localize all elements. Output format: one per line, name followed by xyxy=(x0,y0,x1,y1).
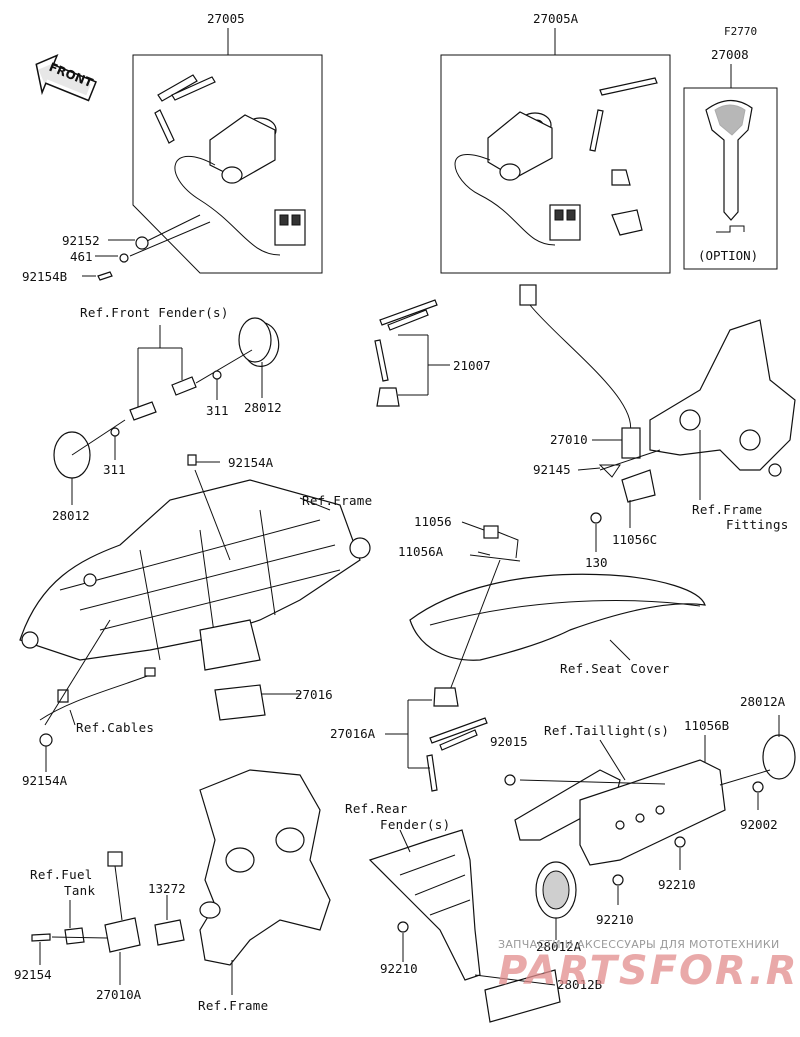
seat-cover xyxy=(409,521,706,691)
watermark-logo: PARTSFOR.RU xyxy=(498,948,800,994)
front-reflectors xyxy=(53,317,280,505)
frame-fitting-bracket xyxy=(599,319,796,500)
switch-27010 xyxy=(519,284,656,552)
label-28012B: 28012B xyxy=(557,977,603,992)
label-ref-frame-top: Ref.Frame xyxy=(302,493,373,508)
label-11056A: 11056A xyxy=(398,544,444,559)
fuel-switch xyxy=(31,851,185,985)
label-ref-rear-fender-1: Ref.Rear xyxy=(345,801,408,816)
label-11056B: 11056B xyxy=(684,718,730,733)
label-27016A: 27016A xyxy=(330,726,376,741)
label-92154A-bottom: 92154A xyxy=(22,773,68,788)
label-ref-rear-fender-2: Fender(s) xyxy=(380,817,451,832)
label-27005: 27005 xyxy=(207,11,245,26)
box-27005A xyxy=(440,28,671,274)
label-F2770: F2770 xyxy=(724,25,758,38)
label-92015: 92015 xyxy=(490,734,528,749)
label-461: 461 xyxy=(70,249,93,264)
label-ref-seat-cover: Ref.Seat Cover xyxy=(560,661,670,676)
watermark-tagline: ЗАПЧАСТИ И АКСЕССУАРЫ ДЛЯ МОТОТЕХНИКИ xyxy=(498,938,780,951)
label-ref-taillight: Ref.Taillight(s) xyxy=(544,723,670,738)
front-arrow-icon xyxy=(35,54,97,102)
label-130: 130 xyxy=(585,555,608,570)
cables xyxy=(39,619,156,772)
label-92210-b: 92210 xyxy=(596,912,634,927)
label-11056C: 11056C xyxy=(612,532,658,547)
label-ref-front-fender: Ref.Front Fender(s) xyxy=(80,305,229,320)
label-28012-b: 28012 xyxy=(52,508,90,523)
label-ref-frame-fittings-1: Ref.Frame xyxy=(692,502,763,517)
label-28012A-bottom: 28012A xyxy=(536,939,582,954)
label-92002: 92002 xyxy=(740,817,778,832)
label-92145: 92145 xyxy=(533,462,571,477)
label-27005A: 27005A xyxy=(533,11,579,26)
label-27010A: 27010A xyxy=(96,987,142,1002)
label-27016: 27016 xyxy=(295,687,333,702)
taillight-bracket xyxy=(504,715,796,905)
rear-fender xyxy=(368,829,577,1023)
label-92152: 92152 xyxy=(62,233,100,248)
label-92154: 92154 xyxy=(14,967,52,982)
key-27016A xyxy=(385,687,488,792)
key-21007 xyxy=(374,299,450,407)
label-21007: 21007 xyxy=(453,358,491,373)
label-92154B: 92154B xyxy=(22,269,68,284)
box-27008 xyxy=(683,64,778,270)
label-28012-a: 28012 xyxy=(244,400,282,415)
label-311-a: 311 xyxy=(206,403,229,418)
label-27008: 27008 xyxy=(711,47,749,62)
label-92154A-top: 92154A xyxy=(228,455,274,470)
label-ref-frame-bottom: Ref.Frame xyxy=(198,998,269,1013)
label-ref-fuel-tank-2: Tank xyxy=(64,883,96,898)
label-311-b: 311 xyxy=(103,462,126,477)
label-ref-cables: Ref.Cables xyxy=(76,720,155,735)
label-92210-c: 92210 xyxy=(380,961,418,976)
washers-left xyxy=(82,236,149,281)
label-option: (OPTION) xyxy=(698,248,759,263)
label-ref-fuel-tank-1: Ref.Fuel xyxy=(30,867,93,882)
bottom-frame xyxy=(199,769,331,995)
frame-assembly xyxy=(19,454,371,721)
label-92210-a: 92210 xyxy=(658,877,696,892)
label-ref-frame-fittings-2: Fittings xyxy=(726,517,789,532)
label-27010: 27010 xyxy=(550,432,588,447)
label-13272: 13272 xyxy=(148,881,186,896)
box-27005 xyxy=(129,28,323,274)
label-28012A-top: 28012A xyxy=(740,694,786,709)
label-11056: 11056 xyxy=(414,514,452,529)
